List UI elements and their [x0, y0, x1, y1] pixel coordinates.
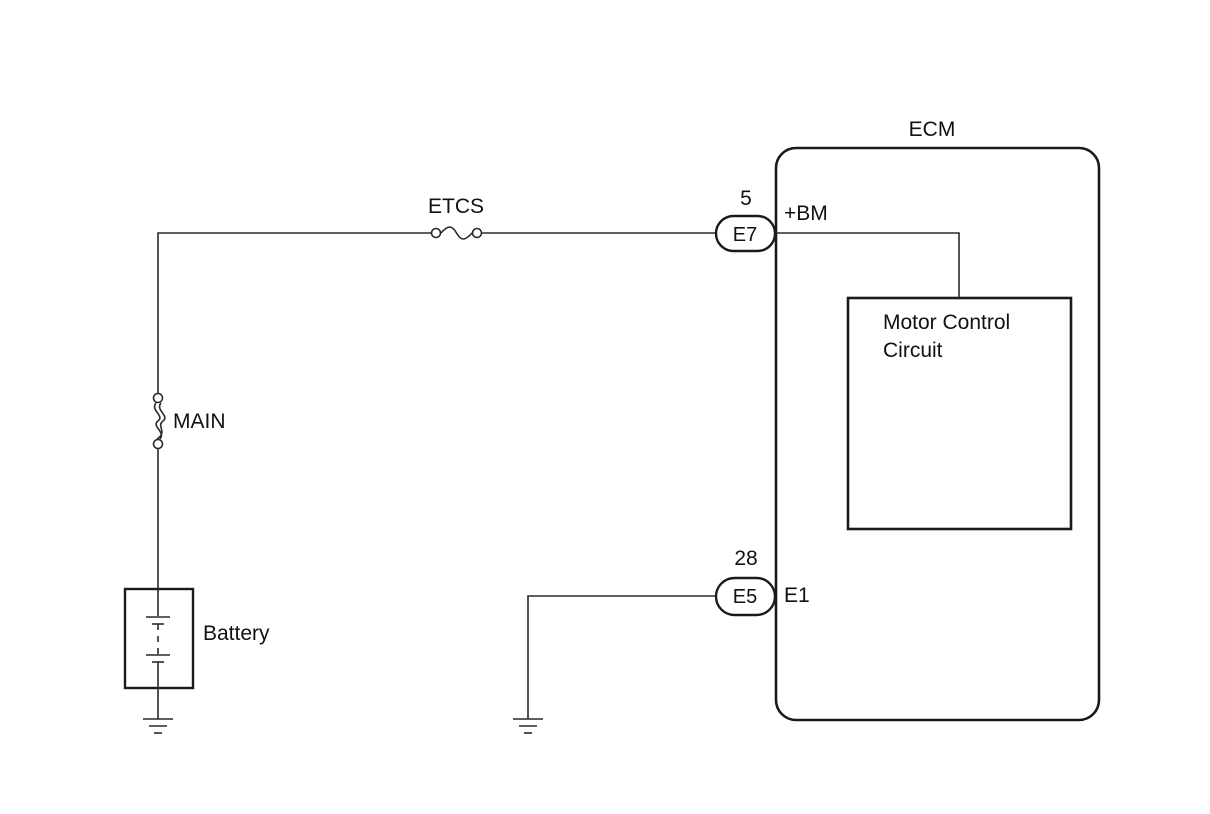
motor-control-circuit: Motor Control Circuit — [846, 296, 1073, 531]
battery-label: Battery — [203, 622, 270, 645]
connector-e7-pin: 5 — [740, 187, 752, 210]
main-fuse-icon: MAIN — [152, 392, 226, 450]
ecm-label: ECM — [909, 118, 956, 141]
motor-control-label-line2: Circuit — [883, 339, 943, 362]
motor-control-label-line1: Motor Control — [883, 311, 1010, 334]
connector-e5: E5 28 E1 — [714, 547, 810, 617]
etcs-fuse-icon: ETCS — [428, 195, 484, 240]
wire-e5-to-ground — [527, 595, 716, 719]
etcs-fuse-label: ETCS — [428, 195, 484, 218]
main-fuse-label: MAIN — [173, 410, 226, 433]
wire-main-to-etcs — [157, 232, 433, 398]
e1-ground-icon — [513, 718, 543, 734]
terminal-bm-label: +BM — [784, 202, 828, 225]
battery-ground-icon — [143, 718, 173, 734]
connector-e5-code: E5 — [733, 586, 757, 608]
ecm-box: ECM — [774, 118, 1101, 722]
terminal-e1-label: E1 — [784, 584, 810, 607]
connector-e5-pin: 28 — [734, 547, 757, 570]
wire-bm-to-motor-control — [776, 232, 960, 298]
connector-e7: E7 5 +BM — [714, 187, 828, 253]
battery-icon: Battery — [123, 587, 270, 719]
connector-e7-code: E7 — [733, 224, 757, 246]
